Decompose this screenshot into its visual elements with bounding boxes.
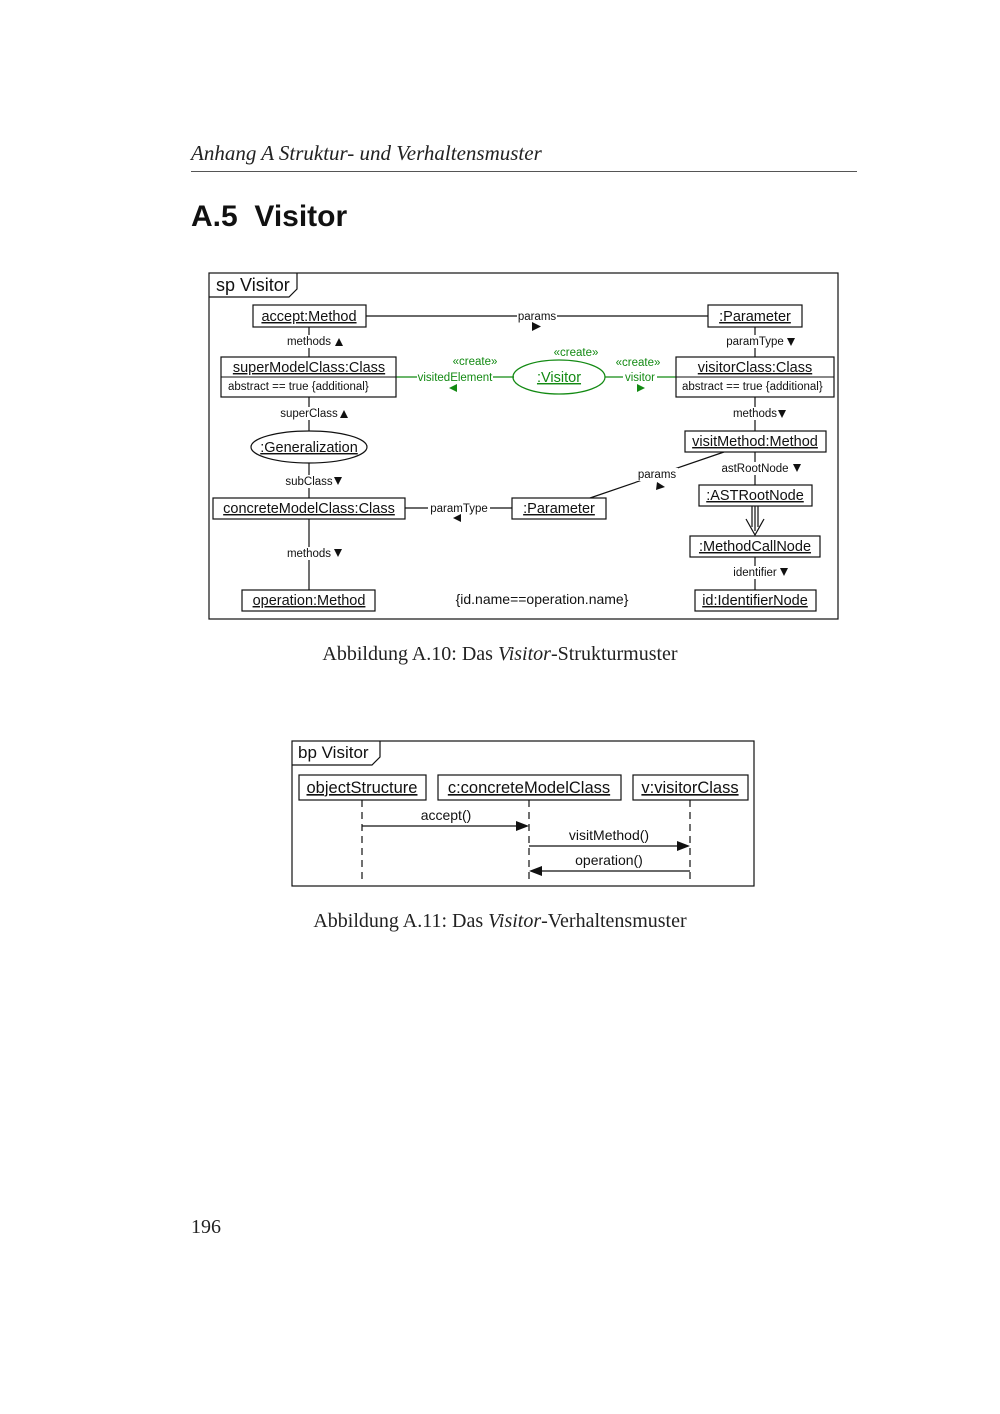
operation-method-box xyxy=(241,589,376,612)
header-rule xyxy=(191,171,857,172)
behavior-frame-label: bp Visitor xyxy=(298,743,369,762)
visitor-link-arrow xyxy=(637,384,645,392)
concrete-model-class-name: concreteModelClass:Class xyxy=(223,501,395,517)
lifeline-concrete-model-class-box xyxy=(437,774,622,801)
parameter-mid-name: :Parameter xyxy=(523,501,595,517)
param-type-mid-arrow xyxy=(453,514,461,522)
lifeline-object-structure-name: objectStructure xyxy=(307,779,418,797)
figure-a11-caption-suffix: -Verhaltensmuster xyxy=(541,910,687,932)
lifeline-object-structure-box xyxy=(298,774,427,801)
structure-frame xyxy=(208,272,839,620)
figure-a10-caption: Abbildung A.10: Das Visitor-Strukturmust… xyxy=(0,643,1000,666)
section-title: A.5 Visitor xyxy=(191,200,348,233)
methods-bottom-label: methods xyxy=(287,548,331,560)
page-number: 196 xyxy=(191,1216,221,1238)
ast-root-node-name: :ASTRootNode xyxy=(706,488,804,504)
identifier-node-box xyxy=(694,589,817,612)
generalization-ellipse xyxy=(250,430,368,464)
message-accept-arrow xyxy=(516,821,529,831)
params-top-arrow xyxy=(532,322,541,331)
parameter-top-box xyxy=(707,304,803,328)
visit-method-box xyxy=(684,430,827,453)
behavior-diagram: bp Visitor objectStructure c:concreteMod… xyxy=(291,740,755,887)
create-visitor-stereotype: «create» xyxy=(554,347,599,359)
structure-frame-tab xyxy=(209,273,298,298)
ast-root-node-box xyxy=(698,484,813,507)
operation-method-name: operation:Method xyxy=(253,593,366,609)
ast-root-node-label: astRootNode xyxy=(721,463,788,475)
params-mid-label: params xyxy=(638,469,677,481)
lifeline-visitor-class-box xyxy=(632,774,749,801)
generalization-name: :Generalization xyxy=(260,440,358,456)
figure-a11-caption-italic: Visitor xyxy=(488,910,542,932)
methods-right-label: methods xyxy=(733,408,777,420)
visited-element-arrow xyxy=(449,384,457,392)
ast-root-node-arrow xyxy=(793,464,801,472)
concrete-model-class-box xyxy=(212,497,406,520)
figure-a10-caption-italic: Visitor xyxy=(497,643,551,665)
visitor-class-name: visitorClass:Class xyxy=(698,360,812,376)
visit-method-name: visitMethod:Method xyxy=(692,434,818,450)
identifier-arrow xyxy=(780,568,788,576)
visited-element-label: visitedElement xyxy=(418,372,494,384)
message-operation-label: operation() xyxy=(575,852,643,868)
figure-a11-caption-prefix: Abbildung A.11: Das xyxy=(313,910,489,932)
accept-method-name: accept:Method xyxy=(261,309,356,325)
behavior-frame-tab xyxy=(292,741,381,766)
methods-left-arrow xyxy=(335,338,343,346)
super-class-label: superClass xyxy=(280,408,338,420)
structure-diagram: sp Visitor xyxy=(208,272,839,620)
create-visited-element-stereotype: «create» xyxy=(453,356,498,368)
methods-bottom-arrow xyxy=(334,549,342,557)
message-visit-method-label: visitMethod() xyxy=(569,827,649,843)
visitor-link-label: visitor xyxy=(625,372,655,384)
method-call-node-name: :MethodCallNode xyxy=(699,539,811,555)
super-class-arrow xyxy=(340,410,348,418)
sub-class-label: subClass xyxy=(285,476,333,488)
params-top-label: params xyxy=(518,311,557,323)
super-model-class-constraint: abstract == true {additional} xyxy=(228,381,369,393)
param-type-mid-label: paramType xyxy=(430,503,488,515)
inheritance-arrow xyxy=(745,505,765,537)
sub-class-arrow xyxy=(334,477,342,485)
structure-frame-label: sp Visitor xyxy=(216,275,290,295)
message-operation-arrow xyxy=(529,866,542,876)
methods-right-arrow xyxy=(778,410,786,418)
methods-left-label: methods xyxy=(287,336,331,348)
create-visitor-link-stereotype: «create» xyxy=(616,357,661,369)
message-accept-label: accept() xyxy=(421,807,472,823)
lifeline-visitor-class-name: v:visitorClass xyxy=(641,779,738,797)
params-mid-arrow xyxy=(656,482,665,490)
parameter-mid-box xyxy=(511,497,607,520)
identifier-label: identifier xyxy=(733,567,777,579)
name-constraint: {id.name==operation.name} xyxy=(456,591,629,607)
behavior-frame xyxy=(291,740,755,887)
visitor-class-constraint: abstract == true {additional} xyxy=(682,381,823,393)
identifier-node-name: id:IdentifierNode xyxy=(702,593,808,609)
running-head: Anhang A Struktur- und Verhaltensmuster xyxy=(191,141,542,165)
super-model-class-name: superModelClass:Class xyxy=(233,360,385,376)
accept-method-box xyxy=(252,304,367,328)
message-visit-method-arrow xyxy=(677,841,690,851)
visitor-ellipse xyxy=(512,359,606,395)
parameter-top-name: :Parameter xyxy=(719,309,791,325)
param-type-right-arrow xyxy=(787,338,795,346)
param-type-right-label: paramType xyxy=(726,336,784,348)
method-call-node-box xyxy=(689,535,821,558)
figure-a10-caption-suffix: -Strukturmuster xyxy=(550,643,678,665)
figure-a11-caption: Abbildung A.11: Das Visitor-Verhaltensmu… xyxy=(0,910,1000,933)
lifeline-concrete-model-class-name: c:concreteModelClass xyxy=(448,779,610,797)
visitor-name: :Visitor xyxy=(537,370,581,386)
figure-a10-caption-prefix: Abbildung A.10: Das xyxy=(322,643,498,665)
